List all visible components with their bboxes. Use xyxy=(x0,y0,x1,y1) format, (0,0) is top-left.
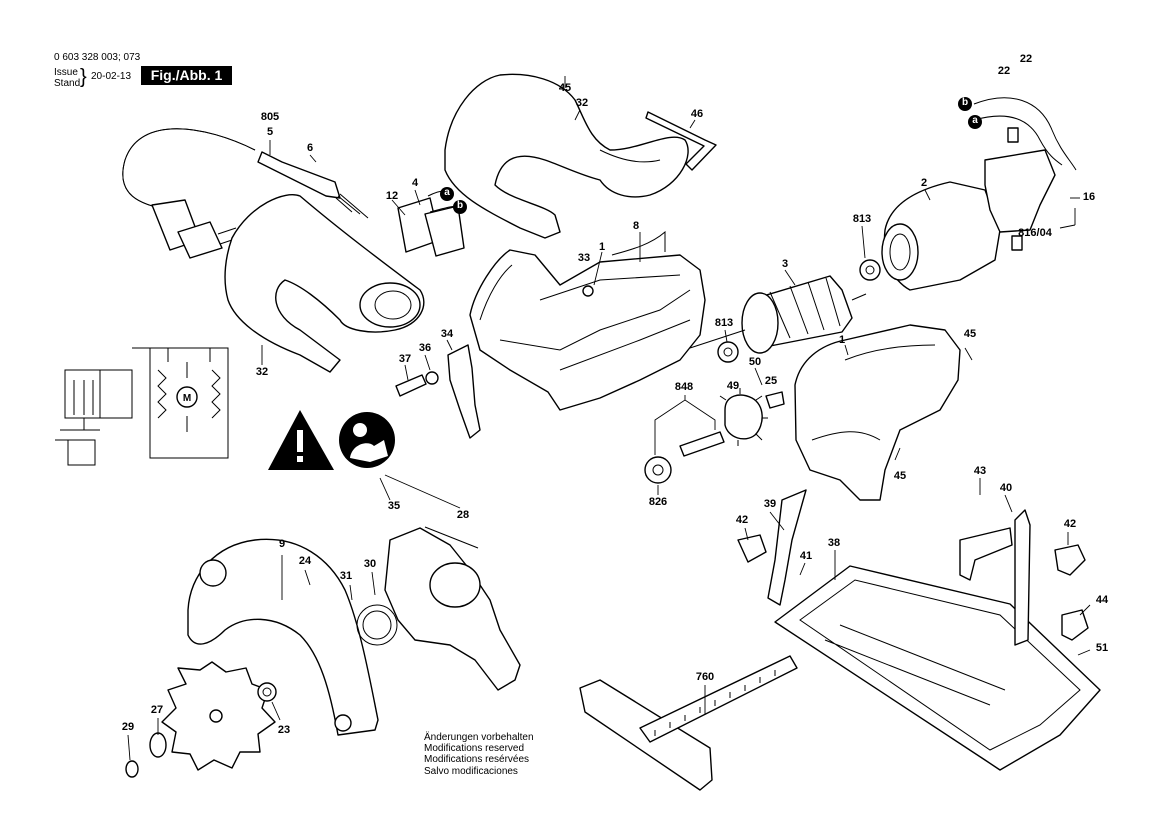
wire-marker-b: b xyxy=(961,97,969,108)
switch xyxy=(397,190,465,257)
callout: 33 xyxy=(577,252,591,264)
callout: 51 xyxy=(1095,642,1109,654)
armature xyxy=(689,275,867,354)
callout: 30 xyxy=(363,558,377,570)
read-manual-icon xyxy=(339,412,395,468)
callout: 44 xyxy=(1095,594,1109,606)
callout: 28 xyxy=(456,509,470,521)
callout: 50 xyxy=(748,356,762,368)
callout: 39 xyxy=(763,498,777,510)
note-line: Modifications resérvées xyxy=(424,754,530,766)
hex-key xyxy=(645,111,717,171)
issue-date: 20-02-13 xyxy=(91,71,132,82)
brush-holder xyxy=(984,149,1056,233)
callout: 49 xyxy=(726,380,740,392)
callout: 3 xyxy=(781,258,789,270)
callout: 816/04 xyxy=(1018,227,1052,239)
callout: 813 xyxy=(852,213,872,225)
callout: 9 xyxy=(278,538,286,550)
callout: 805 xyxy=(260,111,280,123)
motor-housing xyxy=(469,249,706,411)
figure-label: Fig./Abb. 1 xyxy=(141,66,232,85)
callout: 5 xyxy=(266,126,274,138)
callout: 12 xyxy=(385,190,399,202)
gear-housing xyxy=(794,324,961,501)
part-number: 0 603 328 003; 073 xyxy=(54,52,141,63)
callout: 1 xyxy=(838,334,846,346)
callout: 6 xyxy=(306,142,314,154)
leader-lines xyxy=(127,76,1091,761)
callout: 29 xyxy=(121,721,135,733)
base-plate xyxy=(774,565,1101,771)
callout: 24 xyxy=(298,555,312,567)
modification-notes: Änderungen vorbehalten Modifications res… xyxy=(424,732,534,777)
handle-shell-left xyxy=(224,194,425,373)
note-line: Änderungen vorbehalten xyxy=(424,732,534,743)
callout: 41 xyxy=(799,550,813,562)
callout: 16 xyxy=(1082,191,1096,203)
motor-symbol-icon xyxy=(176,386,198,408)
wire-marker-b: b xyxy=(456,200,464,211)
callout: 4 xyxy=(411,177,419,189)
callout: 27 xyxy=(150,704,164,716)
callout: 826 xyxy=(648,496,668,508)
callout: 45 xyxy=(893,470,907,482)
wiring-schematic: M xyxy=(55,347,229,466)
upper-blade-guard xyxy=(187,538,379,736)
callout: 46 xyxy=(690,108,704,120)
callout: 23 xyxy=(277,724,291,736)
callout: 760 xyxy=(695,671,715,683)
warning-triangle-icon xyxy=(268,410,334,470)
callout: 36 xyxy=(418,342,432,354)
handle-shell-top xyxy=(444,73,689,239)
brace: } xyxy=(80,66,87,88)
callout: 22 xyxy=(997,65,1011,77)
callout: 22 xyxy=(1019,53,1033,65)
issue-label: Issue xyxy=(54,67,78,78)
callout: 34 xyxy=(440,328,454,340)
callout: 848 xyxy=(674,381,694,393)
note-line: Salvo modificaciones xyxy=(424,765,518,777)
power-cord xyxy=(122,128,369,259)
callout: 35 xyxy=(387,500,401,512)
stand-label: Stand xyxy=(54,78,81,89)
lower-blade-guard xyxy=(384,527,521,691)
callout: 813 xyxy=(714,317,734,329)
wire-markers xyxy=(440,97,982,214)
wire-marker-a: a xyxy=(444,187,450,198)
saw-blade xyxy=(161,661,276,771)
callout: 1 xyxy=(598,241,606,253)
callout: 25 xyxy=(764,375,778,387)
callout: 32 xyxy=(575,97,589,109)
callout: 38 xyxy=(827,537,841,549)
callout: 43 xyxy=(973,465,987,477)
callout: 45 xyxy=(963,328,977,340)
note-line: Modifications reserved xyxy=(424,743,525,755)
callout: 37 xyxy=(398,353,412,365)
svg-text:M: M xyxy=(183,393,191,404)
callout: 8 xyxy=(632,220,640,232)
callout: 40 xyxy=(999,482,1013,494)
callout: 42 xyxy=(1063,518,1077,530)
callout: 2 xyxy=(920,177,928,189)
callout: 32 xyxy=(255,366,269,378)
callout: 45 xyxy=(558,82,572,94)
callout: 42 xyxy=(735,514,749,526)
wire-marker-a: a xyxy=(972,115,978,126)
callout: 31 xyxy=(339,570,353,582)
